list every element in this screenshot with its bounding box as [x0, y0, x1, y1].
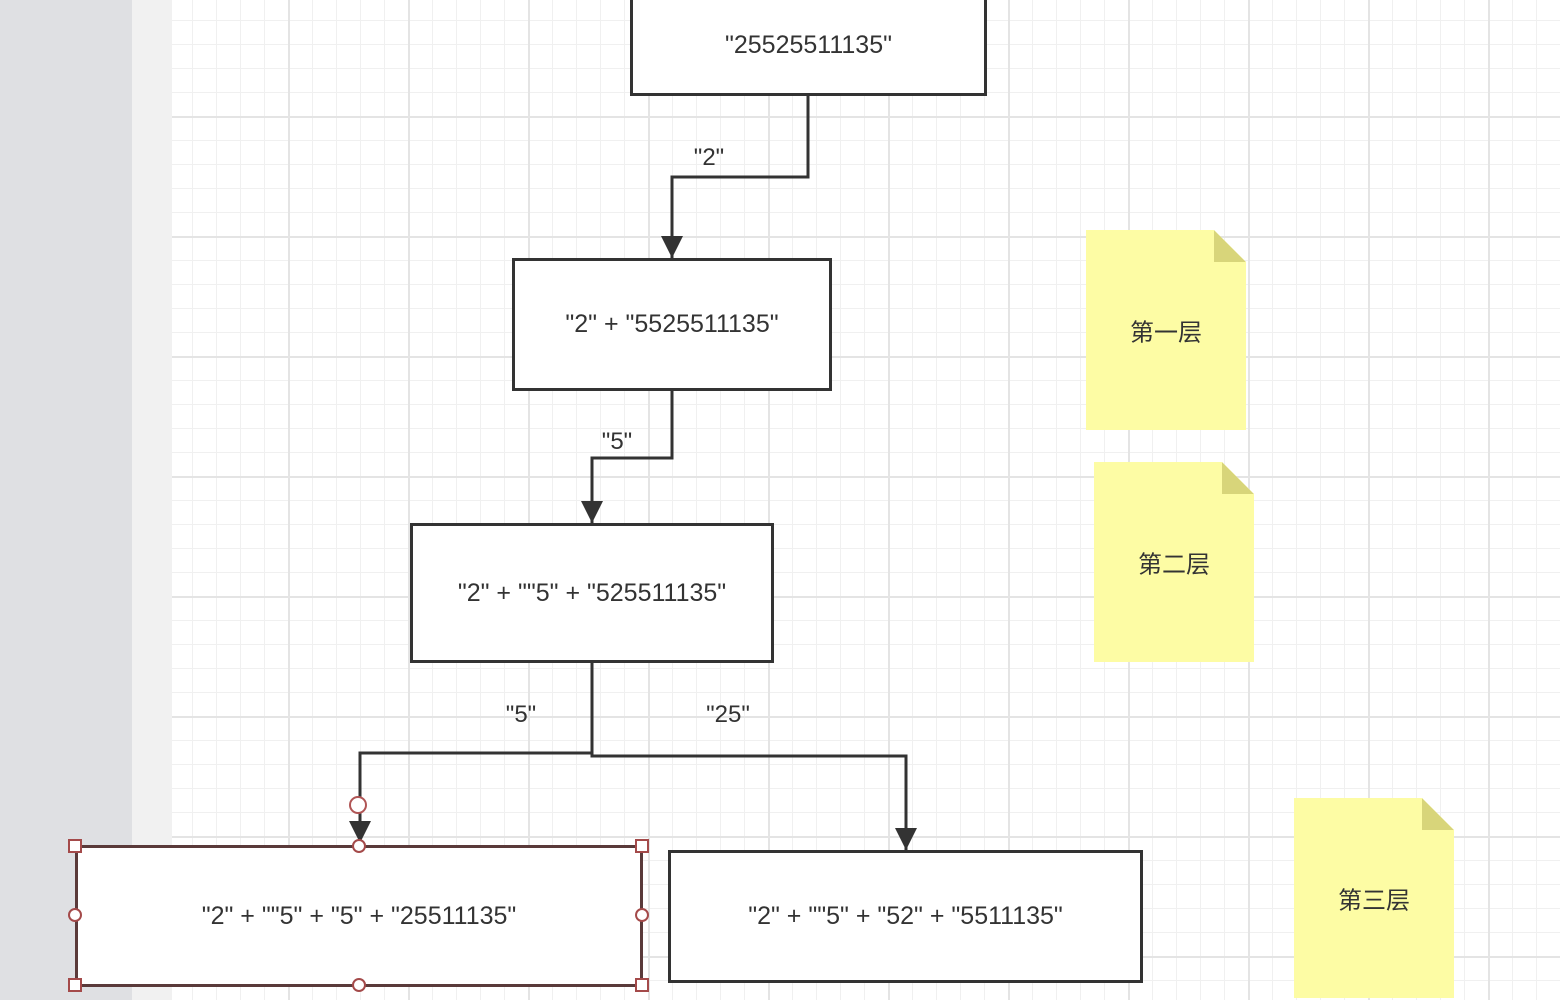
- resize-handle-top-left[interactable]: [68, 839, 82, 853]
- edge-label-level2-to-level3-left: "5": [505, 701, 537, 728]
- resize-handle-middle-left[interactable]: [68, 908, 82, 922]
- sticky-note-layer2[interactable]: 第二层: [1094, 462, 1254, 662]
- connector-endpoint-handle[interactable]: [349, 796, 367, 814]
- resize-handle-middle-right[interactable]: [635, 908, 649, 922]
- resize-handle-top-right[interactable]: [635, 839, 649, 853]
- note-text-layer2: 第二层: [1138, 551, 1210, 579]
- note-text-layer3: 第三层: [1338, 887, 1410, 915]
- edge-level2-to-level3-right[interactable]: [590, 662, 917, 850]
- edge-label-level2-to-level3-right: "25": [706, 701, 750, 728]
- node-level1[interactable]: "2" + "5525511135": [512, 258, 832, 391]
- edge-level2-to-level3-left[interactable]: [349, 662, 594, 843]
- node-root[interactable]: "25525511135": [630, 0, 987, 96]
- node-level3-left[interactable]: "2" + ""5" + "5" + "25511135": [75, 845, 643, 987]
- edge-label-root-to-level1: "2": [693, 144, 725, 171]
- left-sidebar-panel: [0, 0, 132, 1000]
- sticky-note-layer3[interactable]: 第三层: [1294, 798, 1454, 998]
- canvas-gutter: [132, 0, 172, 1000]
- sticky-note-layer1[interactable]: 第一层: [1086, 230, 1246, 430]
- edge-label-level1-to-level2: "5": [601, 428, 633, 455]
- resize-handle-top-center[interactable]: [352, 839, 366, 853]
- node-level3-right[interactable]: "2" + ""5" + "52" + "5511135": [668, 850, 1143, 983]
- edge-level1-to-level2[interactable]: [581, 390, 674, 523]
- resize-handle-bottom-center[interactable]: [352, 978, 366, 992]
- node-level2[interactable]: "2" + ""5" + "525511135": [410, 523, 774, 663]
- resize-handle-bottom-left[interactable]: [68, 978, 82, 992]
- resize-handle-bottom-right[interactable]: [635, 978, 649, 992]
- note-text-layer1: 第一层: [1130, 319, 1202, 347]
- edge-root-to-level1[interactable]: [661, 95, 810, 258]
